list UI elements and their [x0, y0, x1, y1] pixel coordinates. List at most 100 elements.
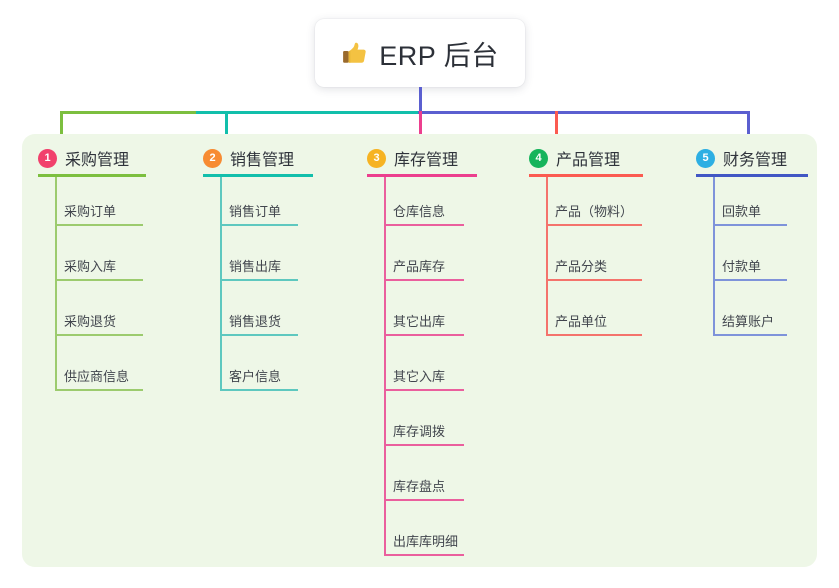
column-title-1: 采购管理: [65, 152, 130, 169]
list-item[interactable]: 采购订单: [55, 200, 143, 226]
column-rule-4: [529, 174, 643, 177]
column-badge-5: 5: [696, 148, 715, 168]
list-item-rule: [220, 279, 298, 281]
list-item-rule: [384, 279, 464, 281]
root-title: ERP 后台: [379, 40, 499, 71]
list-item-label: 产品单位: [555, 314, 608, 329]
list-item[interactable]: 产品单位: [546, 310, 642, 336]
list-item-rule: [220, 334, 298, 336]
column-header-2[interactable]: 2 销售管理: [203, 146, 294, 170]
column-header-4[interactable]: 4 产品管理: [529, 146, 620, 170]
list-item-rule: [220, 224, 298, 226]
list-item[interactable]: 其它出库: [384, 310, 464, 336]
column-badge-1: 1: [38, 148, 57, 168]
trunk-line: [418, 87, 422, 113]
list-item-label: 付款单: [722, 259, 762, 274]
diagram-panel: [22, 134, 817, 567]
list-item[interactable]: 付款单: [713, 255, 787, 281]
column-title-3: 库存管理: [394, 152, 459, 169]
list-item[interactable]: 销售订单: [220, 200, 298, 226]
column-spine-1: [55, 177, 57, 391]
list-item-label: 销售出库: [229, 259, 282, 274]
column-title-2: 销售管理: [230, 152, 295, 169]
list-item-rule: [384, 334, 464, 336]
list-item[interactable]: 供应商信息: [55, 365, 143, 391]
list-item-label: 采购订单: [64, 204, 117, 219]
list-item-label: 采购入库: [64, 259, 117, 274]
column-header-5[interactable]: 5 财务管理: [696, 146, 787, 170]
list-item-label: 销售订单: [229, 204, 282, 219]
list-item-rule: [546, 334, 642, 336]
list-item-label: 结算账户: [722, 314, 775, 329]
list-item-label: 产品分类: [555, 259, 608, 274]
list-item-rule: [384, 224, 464, 226]
column-spine-2: [220, 177, 222, 391]
list-item-label: 回款单: [722, 204, 762, 219]
list-item-label: 出库库明细: [393, 534, 459, 549]
list-item-label: 产品库存: [393, 259, 446, 274]
column-spine-3: [384, 177, 386, 556]
list-item[interactable]: 其它入库: [384, 365, 464, 391]
list-item-rule: [55, 334, 143, 336]
list-item[interactable]: 库存盘点: [384, 475, 464, 501]
list-item-label: 其它入库: [393, 369, 446, 384]
thumbs-up-icon: [341, 40, 368, 67]
list-item[interactable]: 库存调拨: [384, 420, 464, 446]
list-item[interactable]: 销售退货: [220, 310, 298, 336]
list-item-label: 仓库信息: [393, 204, 446, 219]
column-title-4: 产品管理: [556, 152, 621, 169]
list-item[interactable]: 仓库信息: [384, 200, 464, 226]
list-item-label: 供应商信息: [64, 369, 130, 384]
list-item-label: 库存调拨: [393, 424, 446, 439]
list-item[interactable]: 采购退货: [55, 310, 143, 336]
list-item-rule: [55, 224, 143, 226]
list-item[interactable]: 采购入库: [55, 255, 143, 281]
bus-segment-blue: [418, 111, 749, 114]
list-item-rule: [55, 389, 143, 391]
column-rule-1: [38, 174, 146, 177]
list-item[interactable]: 客户信息: [220, 365, 298, 391]
list-item[interactable]: 产品分类: [546, 255, 642, 281]
list-item-rule: [384, 499, 464, 501]
column-title-5: 财务管理: [723, 152, 788, 169]
list-item-rule: [713, 334, 787, 336]
list-item-rule: [713, 224, 787, 226]
drop-stub-3: [418, 111, 422, 141]
list-item-rule: [384, 444, 464, 446]
column-header-3[interactable]: 3 库存管理: [367, 146, 458, 170]
column-spine-4: [546, 177, 548, 336]
list-item-rule: [220, 389, 298, 391]
list-item-label: 其它出库: [393, 314, 446, 329]
column-rule-2: [203, 174, 313, 177]
list-item-rule: [713, 279, 787, 281]
column-rule-3: [367, 174, 477, 177]
list-item-label: 客户信息: [229, 369, 282, 384]
column-badge-2: 2: [203, 148, 222, 168]
column-badge-4: 4: [529, 148, 548, 168]
list-item[interactable]: 产品库存: [384, 255, 464, 281]
list-item[interactable]: 回款单: [713, 200, 787, 226]
list-item-rule: [384, 554, 464, 556]
column-rule-5: [696, 174, 808, 177]
drop-stub-5: [747, 111, 750, 141]
list-item-label: 库存盘点: [393, 479, 446, 494]
column-header-1[interactable]: 1 采购管理: [38, 146, 129, 170]
list-item-rule: [546, 279, 642, 281]
list-item-label: 产品（物料）: [555, 204, 634, 219]
list-item[interactable]: 结算账户: [713, 310, 787, 336]
column-badge-3: 3: [367, 148, 386, 168]
drop-stub-4: [555, 111, 558, 141]
list-item[interactable]: 销售出库: [220, 255, 298, 281]
list-item-rule: [384, 389, 464, 391]
bus-segment-teal: [196, 111, 420, 114]
list-item[interactable]: 产品（物料）: [546, 200, 642, 226]
list-item-rule: [546, 224, 642, 226]
drop-stub-1: [60, 111, 63, 141]
list-item[interactable]: 出库库明细: [384, 530, 464, 556]
list-item-label: 销售退货: [229, 314, 282, 329]
root-node[interactable]: ERP 后台: [315, 19, 525, 87]
drop-stub-2: [225, 111, 228, 141]
bus-segment-green: [61, 111, 196, 114]
column-spine-5: [713, 177, 715, 336]
